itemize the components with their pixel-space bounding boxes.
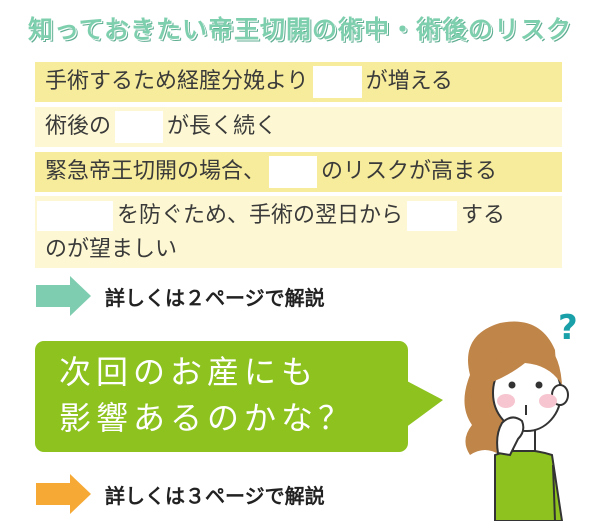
speech-bubble-tail	[405, 380, 443, 428]
risk-item-2: 術後の が長く続く	[35, 107, 562, 147]
page3-link-label: 詳しくは３ページで解説	[105, 483, 325, 508]
blank-box	[37, 201, 113, 231]
risk-text: が増える	[365, 69, 453, 94]
risk-item-1: 手術するため経腟分娩より が増える	[35, 62, 562, 102]
page-title: 知っておきたい帝王切開の術中・術後のリスク	[27, 15, 572, 44]
risk-text: のリスクが高まる	[321, 159, 498, 184]
risk-text: を防ぐため、手術の翌日から	[117, 203, 404, 228]
risk-text: 緊急帝王切開の場合、	[45, 159, 266, 184]
risk-item-4: を防ぐため、手術の翌日から する のが望ましい	[35, 196, 562, 268]
risk-text: する	[461, 203, 506, 228]
page2-link[interactable]: 詳しくは２ページで解説	[36, 276, 325, 316]
page3-link[interactable]: 詳しくは３ページで解説	[36, 474, 325, 514]
speech-bubble: 次回のお産にも 影響あるのかな？	[35, 341, 408, 452]
risk-item-3: 緊急帝王切開の場合、 のリスクが高まる	[35, 152, 562, 192]
thinking-woman-illustration: ?	[464, 308, 578, 521]
risk-text: 術後の	[45, 114, 112, 139]
blank-box	[115, 111, 164, 143]
risk-text: のが望ましい	[45, 237, 178, 262]
risk-text: が長く続く	[167, 114, 278, 139]
bubble-line-2: 影響あるのかな？	[59, 399, 356, 437]
blank-box	[407, 201, 458, 231]
bubble-line-1: 次回のお産にも	[59, 353, 319, 391]
question-mark-icon: ?	[558, 308, 578, 348]
blank-box	[269, 156, 318, 188]
page2-link-label: 詳しくは２ページで解説	[105, 285, 325, 310]
blank-box	[312, 66, 362, 98]
risk-text: 手術するため経腟分娩より	[45, 69, 309, 94]
right-arrow-icon	[36, 276, 91, 316]
right-arrow-icon	[36, 474, 91, 514]
